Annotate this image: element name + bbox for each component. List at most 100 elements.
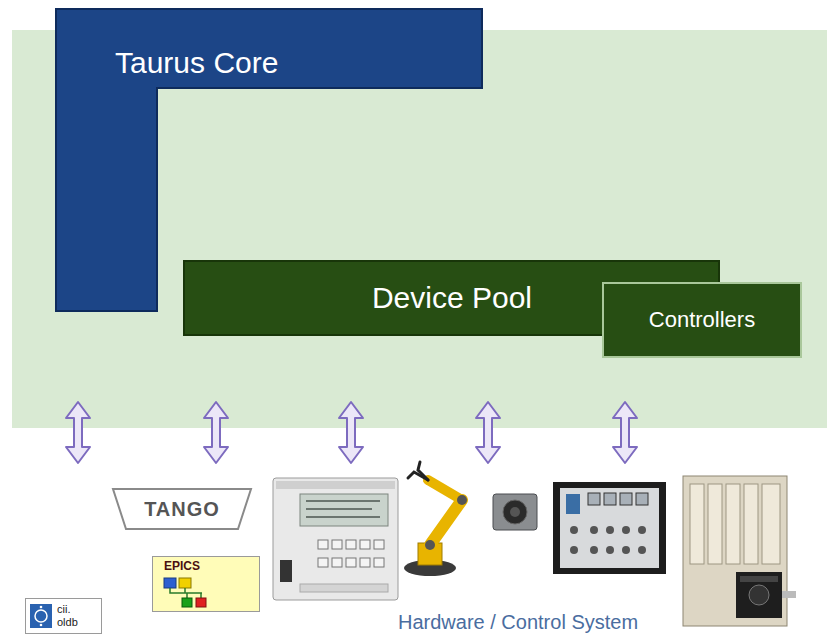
controller-unit-part-part [318,540,328,549]
text-group: EPICS [164,560,200,574]
controllers-block: Controllers [602,282,802,358]
controller-unit-part-part [346,540,356,549]
rack-unit-part-part [588,493,600,505]
rack-unit-part-part [606,526,614,534]
tab-outline [113,489,251,529]
text-group: Controllers [649,307,755,332]
eso-mark [30,604,52,628]
controller-unit-part-part [374,540,384,549]
controller-unit-part-part [360,558,370,567]
rack-unit-part-part [606,546,614,554]
controller-unit-part-part [332,540,342,549]
robot-arm-part [430,500,462,545]
double-arrows-part [613,402,637,463]
motor-rack-part [683,476,787,626]
robot-arm-part [428,480,462,500]
rack-unit-part [553,482,666,574]
rack-unit [553,482,666,574]
double-arrows-part [476,402,500,463]
controller-unit-part [273,478,398,600]
motor-rack-part [690,484,780,564]
robot-arm-part [408,462,428,480]
cii-oldb-logo: cii. oldb [25,598,102,634]
rack-unit-part-part [570,546,578,554]
motor-rack-part-part [726,484,740,564]
eso-star [40,624,43,627]
rack-unit-part [566,494,580,514]
eso-star [40,606,43,609]
rack-unit-part [588,493,648,505]
rack-unit-part [570,526,646,554]
controller-unit-part-part [306,500,380,502]
motor-rack-part-part [762,484,780,564]
icon-node [179,578,191,588]
rack-unit-part [560,488,659,568]
node-text: EPICS [164,560,200,574]
icon-wire [170,588,202,598]
controller-unit-part [276,481,395,489]
controller-unit-part-part [360,540,370,549]
controller-unit-part-part [374,558,384,567]
motor-rack [683,476,796,626]
controller-unit-part-part [306,508,372,510]
motor-rack-part-part [690,484,704,564]
node-text: cii. oldb [57,603,91,628]
robot-arm [404,462,467,576]
tango-logo: TANGO [112,488,252,530]
double-arrows [66,402,637,463]
double-arrows-part [339,402,363,463]
icon-node [164,578,176,588]
text-group: cii. oldb [57,603,91,628]
robot-arm-part [457,495,467,505]
motor-rack-part [782,591,796,598]
rack-unit-part-part [638,526,646,534]
camera-part [503,500,527,524]
node-text: Taurus Core [115,46,278,81]
controller-unit-part [306,501,380,517]
camera [493,494,537,530]
double-arrows-part [66,402,90,463]
rack-unit-part-part [620,493,632,505]
robot-arm-part [425,540,435,550]
motor-rack-part [736,572,782,618]
controller-unit-part-part [346,558,356,567]
controller-unit-part [280,560,292,582]
icon-node [196,598,206,607]
robot-arm-part-part [418,462,428,480]
rack-unit-part-part [638,546,646,554]
camera-part [493,494,537,530]
rack-unit-part-part [604,493,616,505]
rack-unit-part-part [590,526,598,534]
motor-rack-part [740,576,778,582]
logo-frame [26,599,102,634]
controller-unit-part-part [306,516,380,518]
controller-unit [273,478,398,600]
camera-part [510,507,520,517]
rack-unit-part-part [622,526,630,534]
node-text: TANGO [144,498,220,521]
controller-unit-part-part [332,558,342,567]
motor-rack-part [749,585,769,605]
text-group: Taurus Core [115,46,278,81]
controller-unit-part [300,584,388,592]
motor-rack-part-part [744,484,758,564]
node-text: Controllers [649,307,755,332]
eso-ring [35,610,47,622]
rack-unit-part-part [570,526,578,534]
icon-node [182,598,192,607]
controller-unit-part [318,540,384,567]
device-pool-block: Device PoolControllers [183,260,720,336]
rack-unit-part-part [590,546,598,554]
rack-unit-part-part [636,493,648,505]
network-icon [164,578,206,607]
epics-logo: EPICS [152,556,260,612]
rack-unit-part-part [622,546,630,554]
logo-frame [153,557,260,612]
controller-unit-part [300,494,388,526]
node-text: Device Pool [372,281,532,316]
controller-unit-part-part [318,558,328,567]
caption-label: Hardware / Control System [398,611,638,634]
double-arrows-part [204,402,228,463]
text-group: Device Pool [372,281,532,316]
